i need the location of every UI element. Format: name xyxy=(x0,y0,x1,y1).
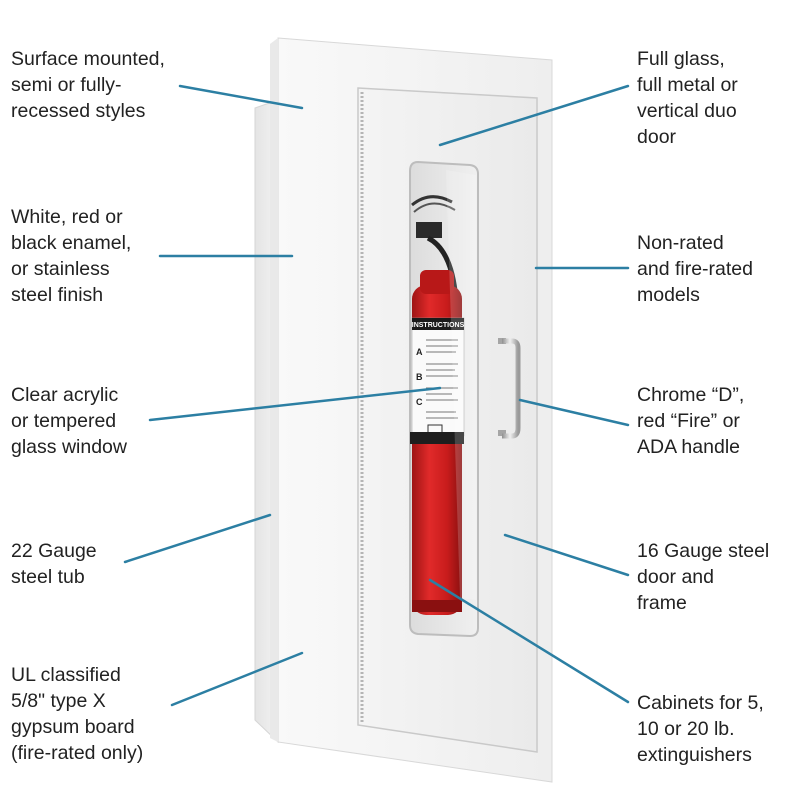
leader-mount-styles xyxy=(178,84,304,110)
d-handle xyxy=(498,338,521,439)
leader-capacity xyxy=(428,578,630,704)
leader-gypsum xyxy=(170,651,304,707)
annotation-capacity: Cabinets for 5, 10 or 20 lb. extinguishe… xyxy=(637,692,764,766)
class-letter: C xyxy=(416,397,423,407)
class-letter: A xyxy=(416,347,423,357)
annotation-ratings: Non-rated and fire-rated models xyxy=(637,232,753,306)
leader-tub-gauge xyxy=(123,513,272,564)
annotation-mount-styles: Surface mounted, semi or fully- recessed… xyxy=(11,48,165,122)
extinguisher-class-letters: A B C xyxy=(416,347,423,407)
annotation-door-gauge: 16 Gauge steel door and frame xyxy=(637,540,770,614)
leader-handles xyxy=(518,398,630,427)
class-letter: B xyxy=(416,372,423,382)
leader-window xyxy=(148,386,442,422)
frame-edge xyxy=(270,38,278,742)
annotation-handles: Chrome “D”, red “Fire” or ADA handle xyxy=(637,384,745,458)
extinguisher-label-heading: INSTRUCTIONS xyxy=(412,322,465,329)
annotation-door-types: Full glass, full metal or vertical duo d… xyxy=(637,48,738,148)
leader-door-gauge xyxy=(503,533,630,577)
fire-extinguisher: INSTRUCTIONS A B C xyxy=(410,195,465,615)
glass-reflection xyxy=(446,170,476,600)
annotation-tub-gauge: 22 Gauge steel tub xyxy=(11,540,97,588)
annotation-gypsum: UL classified 5/8" type X gypsum board (… xyxy=(11,664,144,764)
annotation-window: Clear acrylic or tempered glass window xyxy=(11,384,127,458)
annotation-finish: White, red or black enamel, or stainless… xyxy=(11,206,132,306)
leader-door-types xyxy=(438,84,630,147)
